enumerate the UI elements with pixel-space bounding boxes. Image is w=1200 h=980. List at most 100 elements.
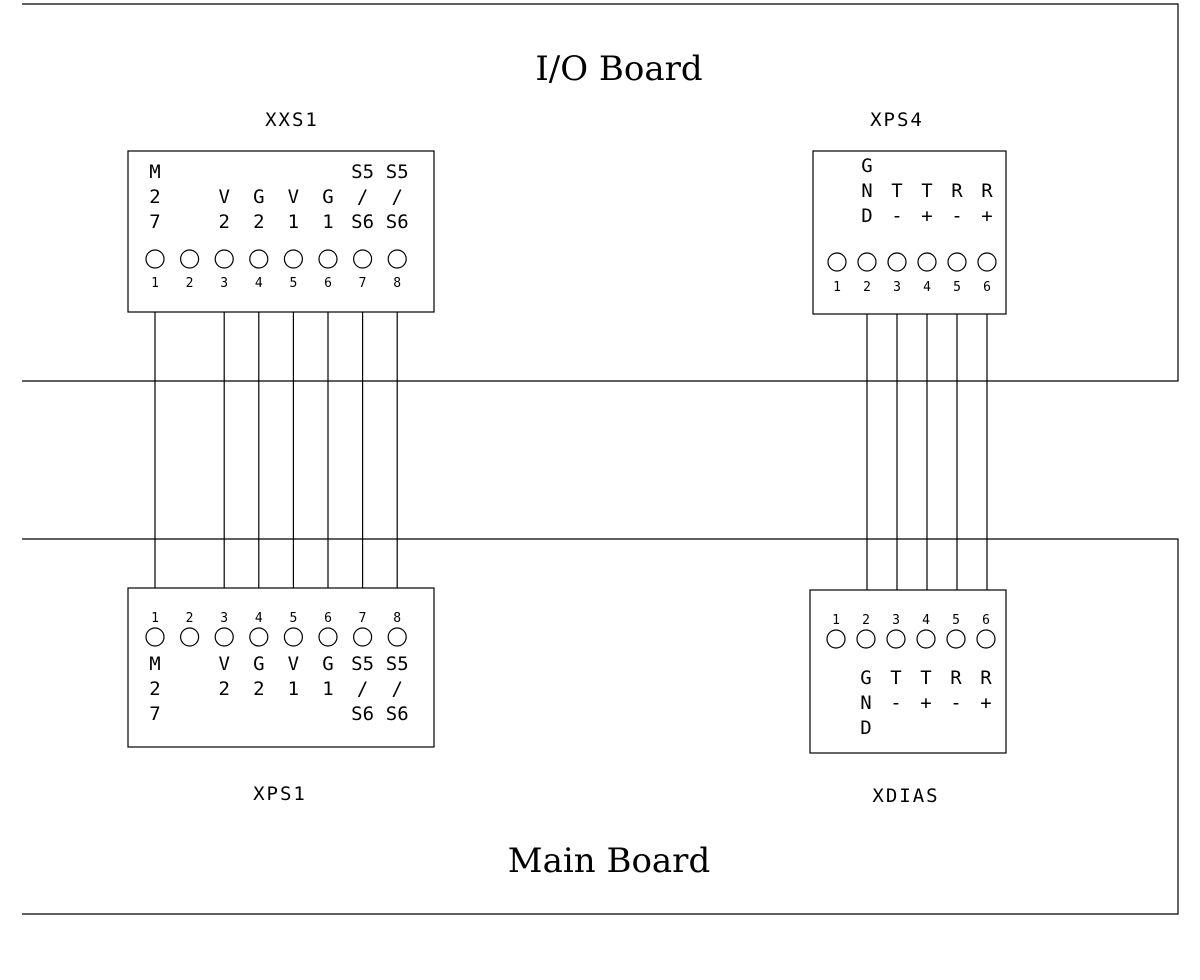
pin-signal-label: G	[860, 667, 871, 689]
pin-circle	[249, 249, 269, 269]
pin-circle	[916, 629, 936, 649]
pin: 2	[180, 249, 200, 291]
pin-signal-label: 1	[288, 678, 299, 700]
pin: 3V2	[214, 611, 234, 700]
pin: 8S5/S6	[386, 161, 409, 291]
pin-circle	[353, 249, 373, 269]
pin-signal-label: 2	[253, 211, 264, 233]
pin-signal-label: R	[951, 180, 963, 202]
connector-xdias-body	[809, 589, 1007, 754]
pin-signal-label: R	[981, 180, 993, 202]
pin: 4T+	[916, 613, 936, 714]
main-board-outline	[22, 538, 1179, 915]
pin-signal-label: S5	[386, 161, 409, 183]
pin-circle	[886, 629, 906, 649]
pin-circle	[387, 627, 407, 647]
pin-number: 3	[893, 280, 901, 295]
pin-signal-label: 2	[253, 678, 264, 700]
connector-xps1-body	[127, 587, 435, 748]
pin: 4G2	[249, 611, 269, 700]
pin-signal-label: V	[288, 653, 299, 675]
pin-signal-label: /	[391, 678, 402, 700]
pin: 2	[180, 611, 200, 647]
pin-signal-label: T	[921, 180, 932, 202]
pin-signal-label: M	[149, 653, 160, 675]
connector-xdias-title: XDIAS	[872, 785, 939, 807]
pin-circle	[826, 629, 846, 649]
pin: 7S5/S6	[351, 611, 374, 725]
pin-signal-label: G	[322, 653, 333, 675]
pin-number: 1	[832, 613, 840, 628]
pin-number: 7	[359, 276, 367, 291]
pin-circle	[946, 629, 966, 649]
io-board-title: I/O Board	[535, 49, 702, 89]
pin: 3T-	[887, 180, 907, 295]
pin-number: 6	[983, 280, 991, 295]
pin-number: 4	[922, 613, 930, 628]
pin-signal-label: G	[253, 186, 264, 208]
pin: 5 R -	[947, 180, 967, 295]
pin-number: 3	[892, 613, 900, 628]
pin-signal-label: -	[890, 692, 901, 714]
pin-circle	[947, 252, 967, 272]
pin-circle	[180, 249, 200, 269]
main-board-title: Main Board	[508, 841, 710, 881]
pin: 1	[827, 252, 847, 295]
pin-signal-label: -	[951, 205, 962, 227]
pin-number: 2	[186, 611, 194, 626]
pin-signal-label: S6	[351, 703, 374, 725]
pin-number: 5	[953, 280, 961, 295]
pin-number: 6	[982, 613, 990, 628]
pin-circle	[318, 627, 338, 647]
pin-circle	[976, 629, 996, 649]
io-board: I/O Board	[22, 3, 1179, 382]
pin-signal-label: R	[950, 667, 962, 689]
pin-signal-label: -	[891, 205, 902, 227]
pin-signal-label: +	[920, 692, 931, 714]
pin-signal-label: T	[890, 667, 901, 689]
pin-circle	[917, 252, 937, 272]
wire-bundle	[154, 312, 988, 590]
pin-circle	[318, 249, 338, 269]
pin-number: 5	[289, 611, 297, 626]
main-board: Main Board	[22, 538, 1179, 915]
pin-signal-label: V	[218, 653, 229, 675]
pin: 4 G 2	[249, 186, 269, 291]
pin-signal-label: M	[149, 161, 160, 183]
pin-number: 3	[220, 276, 228, 291]
pin-signal-label: -	[950, 692, 961, 714]
connector-xps4-title: XPS4	[870, 109, 924, 131]
pin-signal-label: 2	[149, 678, 160, 700]
pin-number: 2	[186, 276, 194, 291]
pin-number: 8	[393, 276, 401, 291]
pin-number: 4	[255, 276, 263, 291]
pin-signal-label: /	[357, 186, 368, 208]
pin-circle	[353, 627, 373, 647]
connector-xps4-body	[812, 150, 1007, 315]
pin-signal-label: S6	[386, 211, 409, 233]
pin-signal-label: S5	[351, 161, 374, 183]
pin-signal-label: D	[861, 205, 872, 227]
pin-signal-label: S5	[351, 653, 374, 675]
pin: 5R -	[946, 613, 966, 714]
pin: 6R+	[976, 613, 996, 714]
pin-number: 2	[862, 613, 870, 628]
pin-signal-label: R	[980, 667, 992, 689]
pin-number: 8	[393, 611, 401, 626]
pin-signal-label: +	[921, 205, 932, 227]
connector-xps1-title: XPS1	[253, 783, 307, 805]
pin: 5V 1	[283, 611, 303, 700]
pin-number: 1	[151, 611, 159, 626]
pin-signal-label: V	[218, 186, 229, 208]
pin-number: 5	[952, 613, 960, 628]
pin: 3V2	[214, 186, 234, 291]
